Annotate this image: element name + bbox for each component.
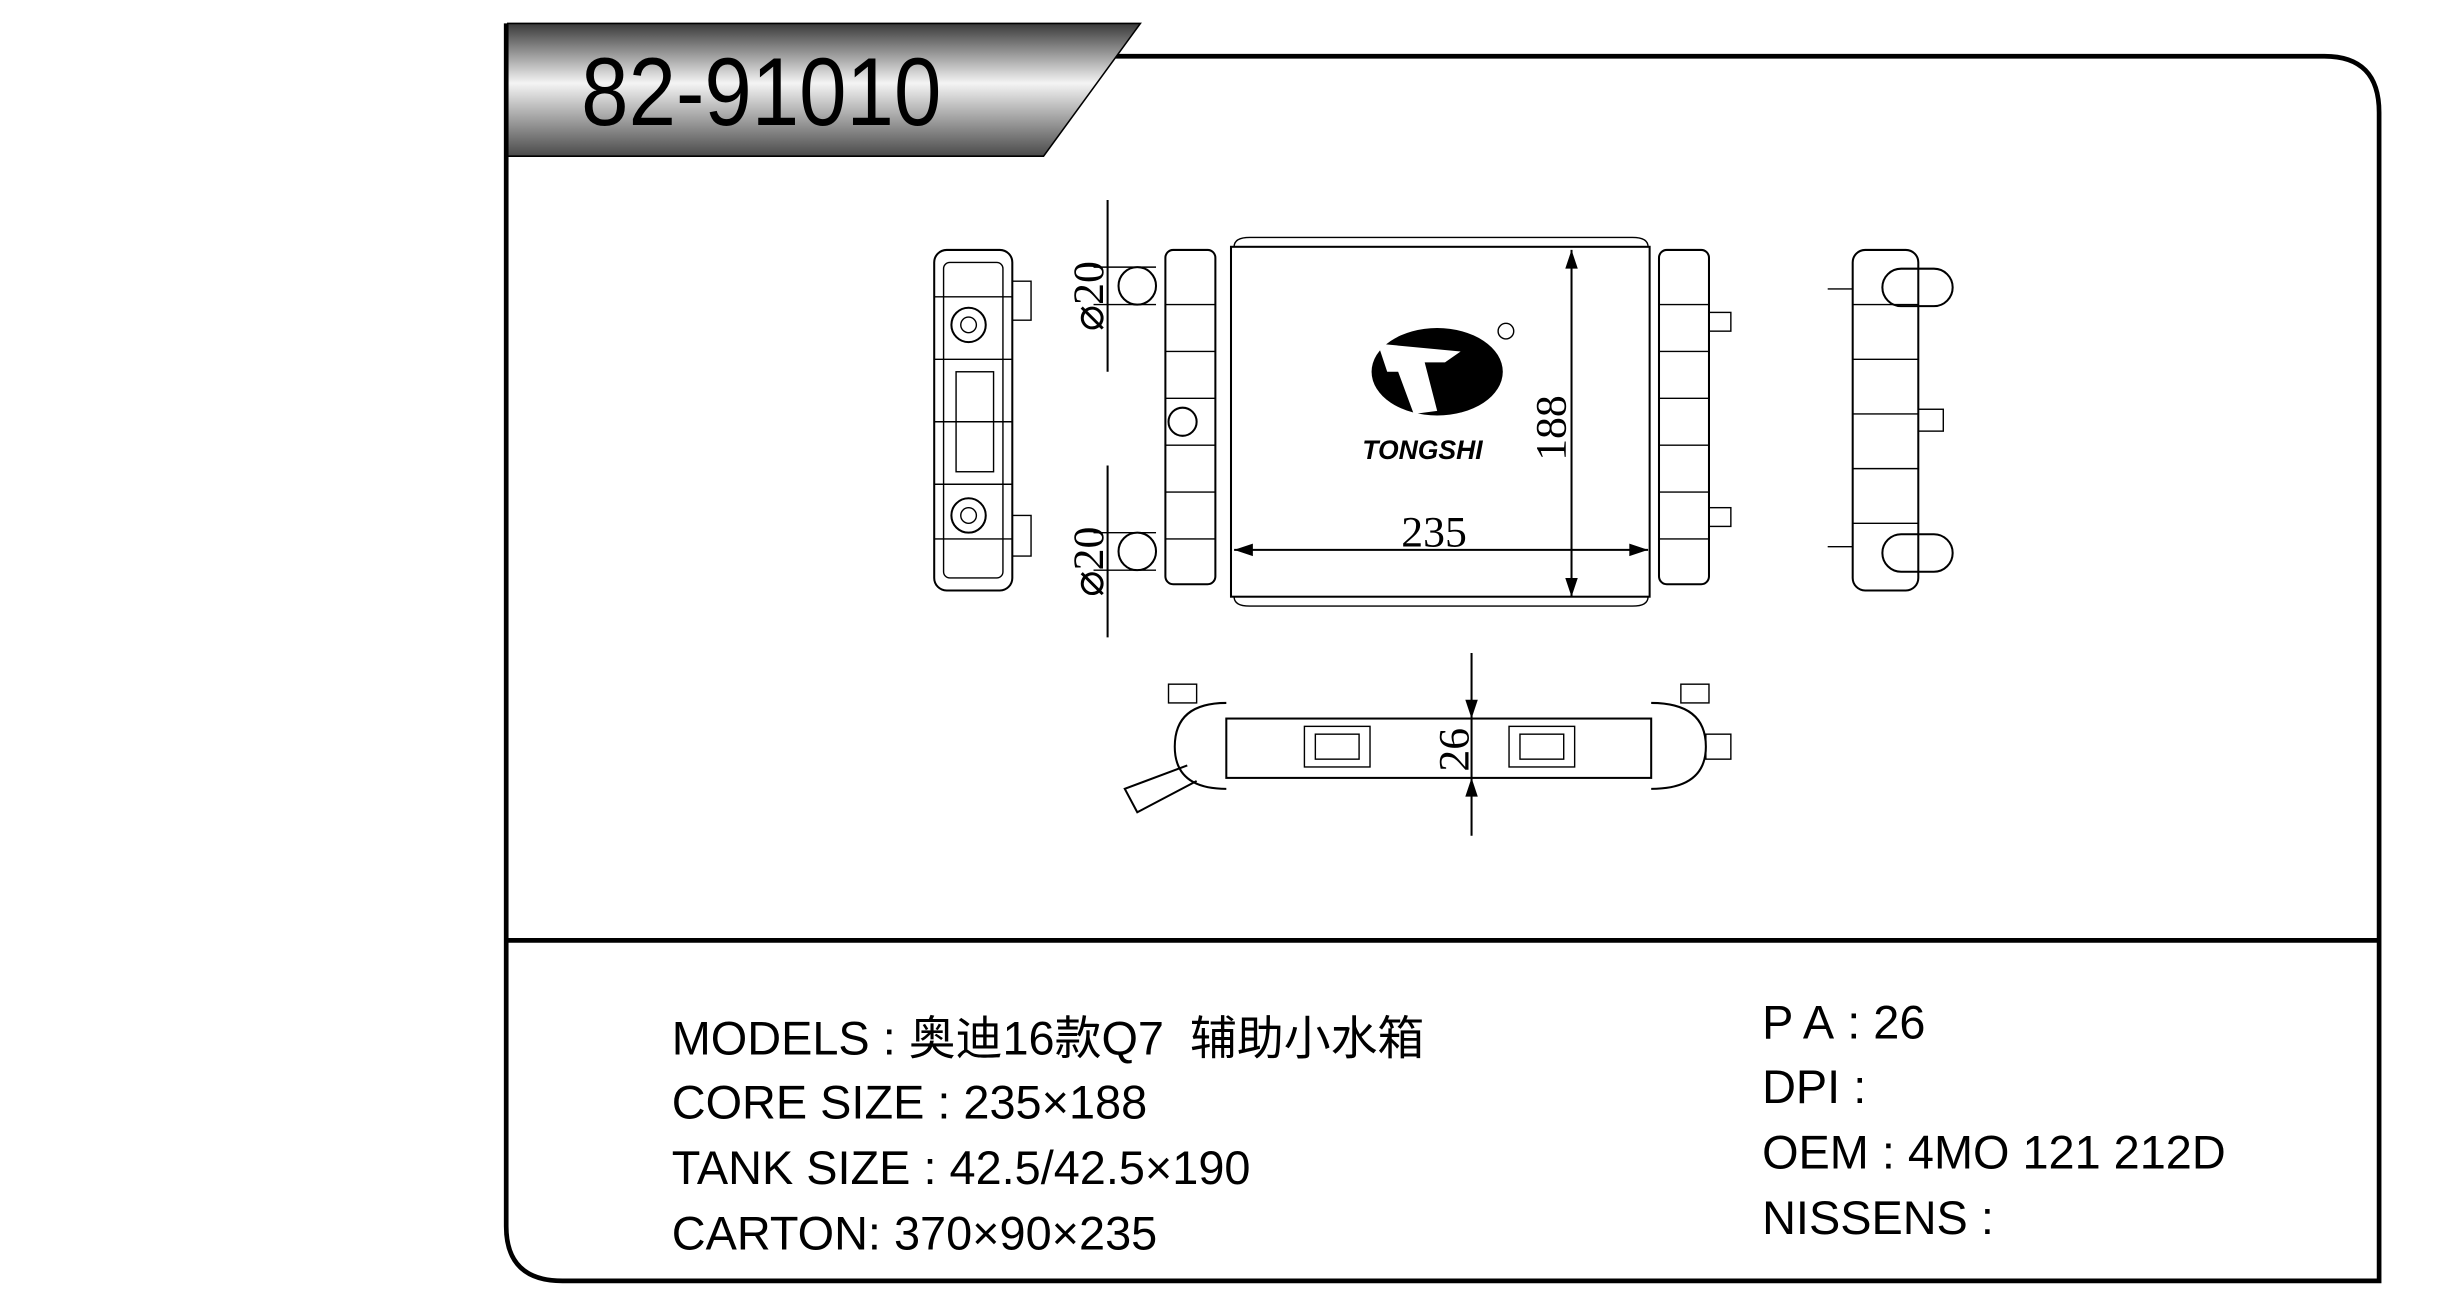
side-view-left	[933, 248, 1032, 592]
thickness-label: 26	[1430, 728, 1478, 772]
title-banner: 82-91010	[506, 22, 1142, 157]
logo-text: TONGSHI	[1362, 435, 1483, 465]
bottom-view: 26	[1123, 652, 1732, 836]
spec-dpi: DPI :	[1762, 1061, 1879, 1113]
spec-pa: P A : 26	[1762, 997, 1925, 1049]
inlet-diameter-top-label: ⌀20	[1065, 261, 1113, 331]
spec-models: MODELS : 奥迪16款Q7 辅助小水箱	[672, 1012, 1425, 1064]
front-view: TONGSHI 235 188 ⌀20 ⌀20	[1065, 199, 1732, 638]
frame	[503, 23, 2382, 1284]
spec-carton: CARTON: 370×90×235	[672, 1208, 1157, 1260]
spec-core-size: CORE SIZE : 235×188	[672, 1076, 1147, 1128]
dimension-lines	[1093, 199, 1649, 638]
specs-right: P A : 26 DPI : OEM : 4MO 121 212D NISSEN…	[1762, 997, 2226, 1244]
spec-tank-size: TANK SIZE : 42.5/42.5×190	[672, 1142, 1251, 1194]
side-view-right	[1827, 248, 1954, 592]
spec-oem: OEM : 4MO 121 212D	[1762, 1126, 2226, 1178]
spec-nissens: NISSENS :	[1762, 1192, 2007, 1244]
inlet-diameter-bottom-label: ⌀20	[1065, 527, 1113, 597]
part-number: 82-91010	[581, 38, 941, 146]
core-height-label: 188	[1527, 395, 1575, 461]
specs-left: MODELS : 奥迪16款Q7 辅助小水箱 CORE SIZE : 235×1…	[672, 1012, 1425, 1259]
tongshi-logo: TONGSHI	[1362, 322, 1515, 465]
core-width-label: 235	[1401, 509, 1467, 557]
